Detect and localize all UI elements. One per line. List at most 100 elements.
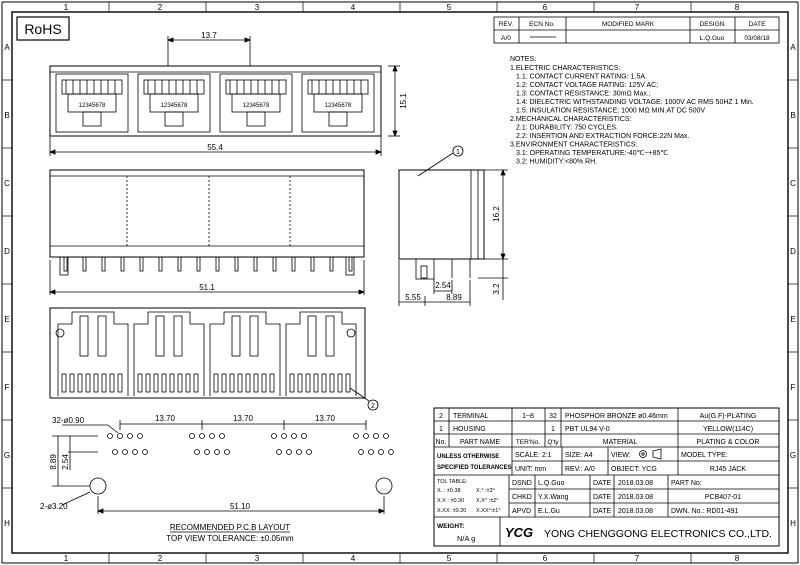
note-line: 1.3: CONTACT RESISTANCE: 30mΩ Max.; <box>516 91 651 98</box>
notes-block: NOTES: 1.ELECTRIC CHARACTERISTICS: 1.1: … <box>510 56 754 166</box>
tb-logo: YCG <box>505 525 533 540</box>
end-view <box>398 145 508 306</box>
latch-slot <box>246 111 266 127</box>
pcb-hole <box>209 433 215 439</box>
pcb-hole <box>358 449 364 455</box>
note-line: 2.2: INSERTION AND EXTRACTION FORCE:22N … <box>516 133 689 140</box>
zone-bot-6: 6 <box>543 554 548 563</box>
zone-bot-5: 5 <box>447 554 452 563</box>
terminal <box>329 373 335 393</box>
pcb-hole <box>378 449 384 455</box>
tb-tol-row: X.X° :±2° <box>476 498 498 504</box>
note-line: 1.4: DIELECTRIC WITHSTANDING VOLTAGE: 10… <box>516 99 754 106</box>
zone-left-g: G <box>4 451 10 460</box>
zone-left-h: H <box>4 519 10 528</box>
tb-dsnd: DSND <box>512 480 532 487</box>
bom-row1-name: HOUSING <box>453 426 486 433</box>
tb-date-label: DATE <box>593 480 611 487</box>
pin <box>101 256 106 272</box>
rev-header-design: DESIGN <box>700 21 725 28</box>
zone-bot-3: 3 <box>255 554 260 563</box>
bom-row1-no: 1 <box>439 426 443 433</box>
terminal <box>269 373 275 393</box>
pin <box>348 256 353 272</box>
pcb-hole <box>122 449 128 455</box>
zone-top-8: 8 <box>735 3 740 12</box>
pcb-hole <box>132 449 138 455</box>
cell-outline <box>57 311 129 396</box>
pin <box>63 256 68 272</box>
zone-left-a: A <box>4 43 10 52</box>
terminal <box>153 373 159 393</box>
dim-8-89: 8.89 <box>446 293 462 302</box>
zone-right-b: B <box>790 111 795 120</box>
pin <box>82 256 87 272</box>
terminal <box>313 373 319 393</box>
side-view <box>48 169 366 295</box>
rj45-port: 12345678 <box>55 73 129 133</box>
terminal <box>77 373 83 393</box>
tb-scale: SCALE: 2:1 <box>515 452 552 459</box>
zone-right-e: E <box>790 315 795 324</box>
port-outline <box>301 73 375 133</box>
rev-header-mark: MODIFIED MARK <box>602 21 655 28</box>
zone-right-c: C <box>790 179 796 188</box>
pcb-hole <box>271 433 277 439</box>
tb-date-value: 2018.03.08 <box>618 480 653 487</box>
bom-row2-material: PHOSPHOR BRONZE ø0.46mm <box>565 413 668 420</box>
tb-dsnd-name: L.Q.Guo <box>538 480 565 487</box>
balloon-1: 1 <box>456 149 460 156</box>
tb-size: SIZE: A4 <box>565 452 593 459</box>
dim-height-side: 16.2 <box>492 206 501 222</box>
cell-outline <box>133 311 205 396</box>
pcb-hole <box>301 433 307 439</box>
rev-header-ecn: ECN No. <box>529 21 555 28</box>
dim-width-side: 51.1 <box>199 283 215 292</box>
cell-outline <box>209 311 281 396</box>
pin <box>329 256 334 272</box>
bom-row1-plating: YELLOW(114C) <box>703 426 753 433</box>
zone-top-7: 7 <box>635 3 640 12</box>
note-line: 2.MECHANICAL CHARACTERISTICS: <box>510 116 632 123</box>
pcb-hole <box>286 449 292 455</box>
revision-table <box>493 16 780 44</box>
port-contact-area <box>225 79 287 95</box>
rev-row-rev: A/0 <box>501 35 511 42</box>
bom-header-qty: Q'ty <box>547 439 559 446</box>
pcb-hole <box>127 433 133 439</box>
rj45-port: 12345678 <box>301 73 375 133</box>
pcb-hole <box>137 433 143 439</box>
bom-header-name: PART NAME <box>460 439 500 446</box>
zone-left-e: E <box>4 315 9 324</box>
title-block <box>433 407 780 547</box>
terminal <box>109 373 115 393</box>
port-outline <box>219 73 293 133</box>
terminal <box>161 373 167 393</box>
zone-right-a: A <box>790 43 796 52</box>
dim-pcb-pitch-2: 13.70 <box>233 414 254 423</box>
bom-header-ter: TER'No. <box>516 439 541 446</box>
bom-row2-no: 2 <box>439 413 443 420</box>
rev-header-date: DATE <box>749 21 767 28</box>
cell-slot <box>249 315 259 357</box>
pcb-hole <box>306 449 312 455</box>
cell-slot <box>325 315 335 357</box>
tb-object: OBJECT: YCG <box>611 466 657 473</box>
pcb-hole <box>204 449 210 455</box>
port-outline <box>137 73 211 133</box>
terminal <box>177 373 183 393</box>
pin <box>291 256 296 272</box>
pin <box>120 256 125 272</box>
pcb-hole <box>224 449 230 455</box>
zone-top-1: 1 <box>64 3 69 12</box>
pin-numbers: 12345678 <box>79 103 106 109</box>
bom-header-plating: PLATING & COLOR <box>697 439 760 446</box>
pcb-layout <box>52 420 394 533</box>
bom-header-material: MATERIAL <box>603 439 638 446</box>
pcb-hole <box>368 449 374 455</box>
tb-date-value: 2018.03.08 <box>618 494 653 501</box>
tb-chkd: CHKD <box>512 494 532 501</box>
